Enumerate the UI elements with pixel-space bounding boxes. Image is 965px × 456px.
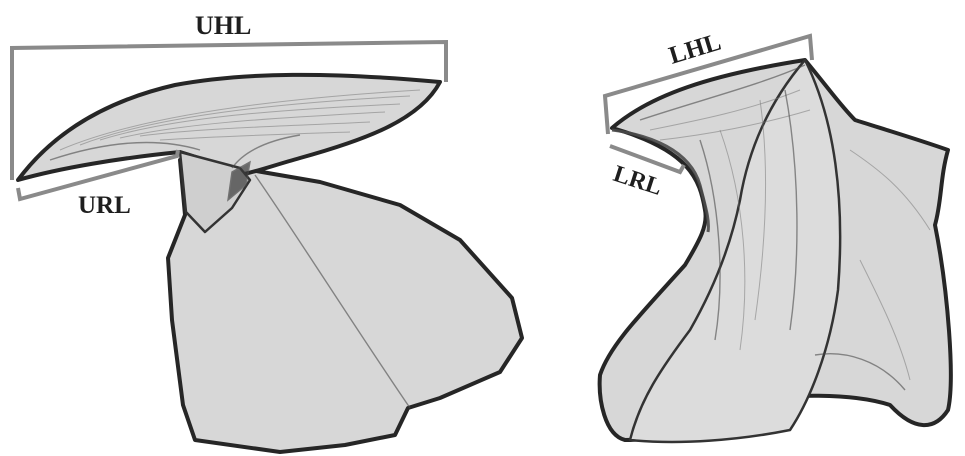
uhl-label: UHL — [195, 11, 251, 40]
lower-beak-drawing — [600, 60, 951, 442]
upper-beak-drawing — [18, 75, 522, 452]
lrl-label: LRL — [610, 161, 665, 201]
url-label: URL — [78, 192, 131, 219]
